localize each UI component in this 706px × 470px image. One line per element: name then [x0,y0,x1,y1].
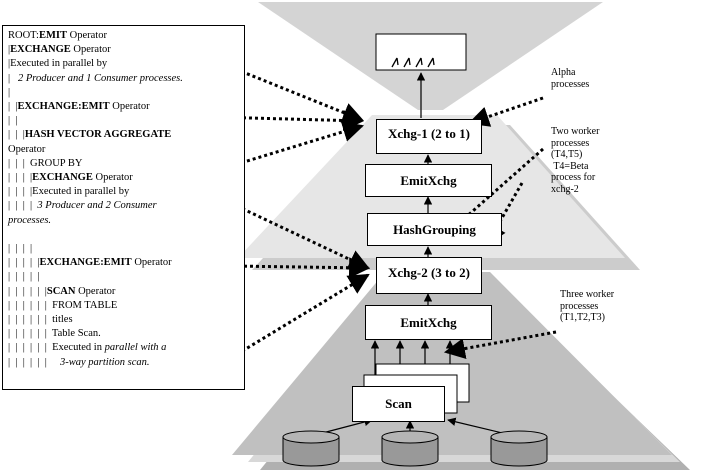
emit-upper-box: EmitXchg [365,164,492,197]
plan-text: Operator [8,143,46,155]
plan-line: | | | | |EXCHANGE:EMIT Operator [8,257,172,270]
xchg1-box: Xchg-1 (2 to 1) [376,119,482,154]
plan-text: EXCHANGE:EMIT [17,101,110,112]
plan-text: Operator [70,44,111,56]
xchg1-label: Xchg-1 (2 to 1) [388,126,470,141]
plan-text: SCAN [46,285,76,297]
plan-text: | [8,86,11,98]
plan-text: | | | | | | [8,356,60,368]
plan-line: | | | | | | Executed in parallel with a [8,342,166,355]
plan-line: ROOT:EMIT Operator [8,30,107,43]
plan-text: | | | | | [8,271,40,283]
plan-text: | | | | [8,172,33,183]
scan-label: Scan [385,396,412,411]
plan-text: EXCHANGE:EMIT [39,257,132,269]
plan-text: | | | | | | Table Scan. [8,328,101,340]
plan-text: Operator [92,172,133,183]
alpha-root-box [375,33,467,71]
plan-text: 3 Producer and 2 Consumer [37,200,157,212]
dotted-arrow-workers [443,330,557,359]
disk-2 [381,430,439,467]
plan-text: processes. [8,214,52,226]
xchg2-box: Xchg-2 (3 to 2) [376,257,482,294]
plan-line: | | | | | | FROM TABLE [8,300,117,313]
plan-text: | | | | [8,200,38,212]
root-arrow-glyphs [391,57,435,68]
plan-text: Operator [109,101,150,112]
plan-text: | | [8,115,18,127]
worker-processes-note: Three worker processes (T1,T2,T3) [560,289,615,323]
plan-text: 3-way partition scan. [60,356,150,368]
plan-text: | | | | | | FROM TABLE [8,299,118,311]
disk-1 [282,430,340,467]
plan-text: |Executed in parallel by [8,58,108,70]
plan-text: | | | [8,129,25,141]
plan-text: ROOT: [8,30,39,41]
plan-text: | | | |Executed in parallel by [8,186,130,198]
xchg2-label: Xchg-2 (3 to 2) [388,265,470,280]
plan-line: | | | | 3 Producer and 2 Consumer [8,200,157,213]
plan-text: EMIT [38,30,67,41]
plan-line: | 2 Producer and 1 Consumer processes. [8,73,183,86]
plan-line: | | | | [8,243,32,256]
plan-text: | [8,72,18,84]
plan-text: | [8,44,11,56]
plan-text: | | | | | | [8,285,47,297]
query-plan-panel: ROOT:EMIT Operator|EXCHANGE Operator|Exe… [2,25,245,390]
plan-text: | | [8,101,18,112]
plan-text: Operator [75,285,116,297]
dotted-arrow-exchange1 [207,56,364,123]
plan-line: | | | | | | Table Scan. [8,328,101,341]
scan-box: Scan [352,386,445,422]
plan-line: | | | | | [8,271,40,284]
plan-line: | [8,87,10,100]
dotted-arrow-hash [223,121,365,170]
alpha-processes-note: Alpha processes [551,67,590,90]
plan-line: |Executed in parallel by [8,58,107,71]
hash-grouping-label: HashGrouping [393,222,476,237]
plan-line: Operator [8,144,45,157]
emit-lower-box: EmitXchg [365,305,492,340]
emit-lower-label: EmitXchg [400,315,457,330]
plan-line: | | | |EXCHANGE Operator [8,172,133,185]
plan-text: EXCHANGE [10,44,71,56]
plan-text: parallel with a [104,342,167,354]
plan-text: Operator [131,257,172,269]
plan-text: | | | | [8,243,33,254]
plan-line: | |EXCHANGE:EMIT Operator [8,101,150,114]
plan-line: | | | |Executed in parallel by [8,186,129,199]
plan-text: | | | GROUP BY [8,157,83,169]
plan-text: Operator [67,30,107,41]
plan-text: EXCHANGE [32,172,93,183]
plan-text: HASH VECTOR AGGREGATE [24,129,172,141]
plan-line: |EXCHANGE Operator [8,44,111,57]
dotted-arrow-alpha [468,96,544,127]
disk-3 [490,430,548,467]
plan-line: processes. [8,215,51,228]
dotted-arrow-emit2 [231,257,371,279]
plan-text: 2 Producer and 1 Consumer processes. [17,72,183,84]
plan-line: | | | GROUP BY [8,158,82,171]
plan-line: | | | | | |SCAN Operator [8,286,115,299]
emit-upper-label: EmitXchg [400,173,457,188]
plan-line: | | [8,115,17,128]
plan-line: | | | | | | 3-way partition scan. [8,357,150,370]
beta-processes-note: Two worker processes (T4,T5) T4=Beta pro… [551,126,600,195]
plan-text: | | | | | | titles [8,314,73,325]
plan-text: | | | | | [8,257,40,269]
plan-line: | | |HASH VECTOR AGGREGATE [8,129,171,142]
hash-grouping-box: HashGrouping [367,213,502,246]
plan-text: | | | | | | Executed in [8,342,105,354]
plan-line: | | | | | | titles [8,314,73,327]
